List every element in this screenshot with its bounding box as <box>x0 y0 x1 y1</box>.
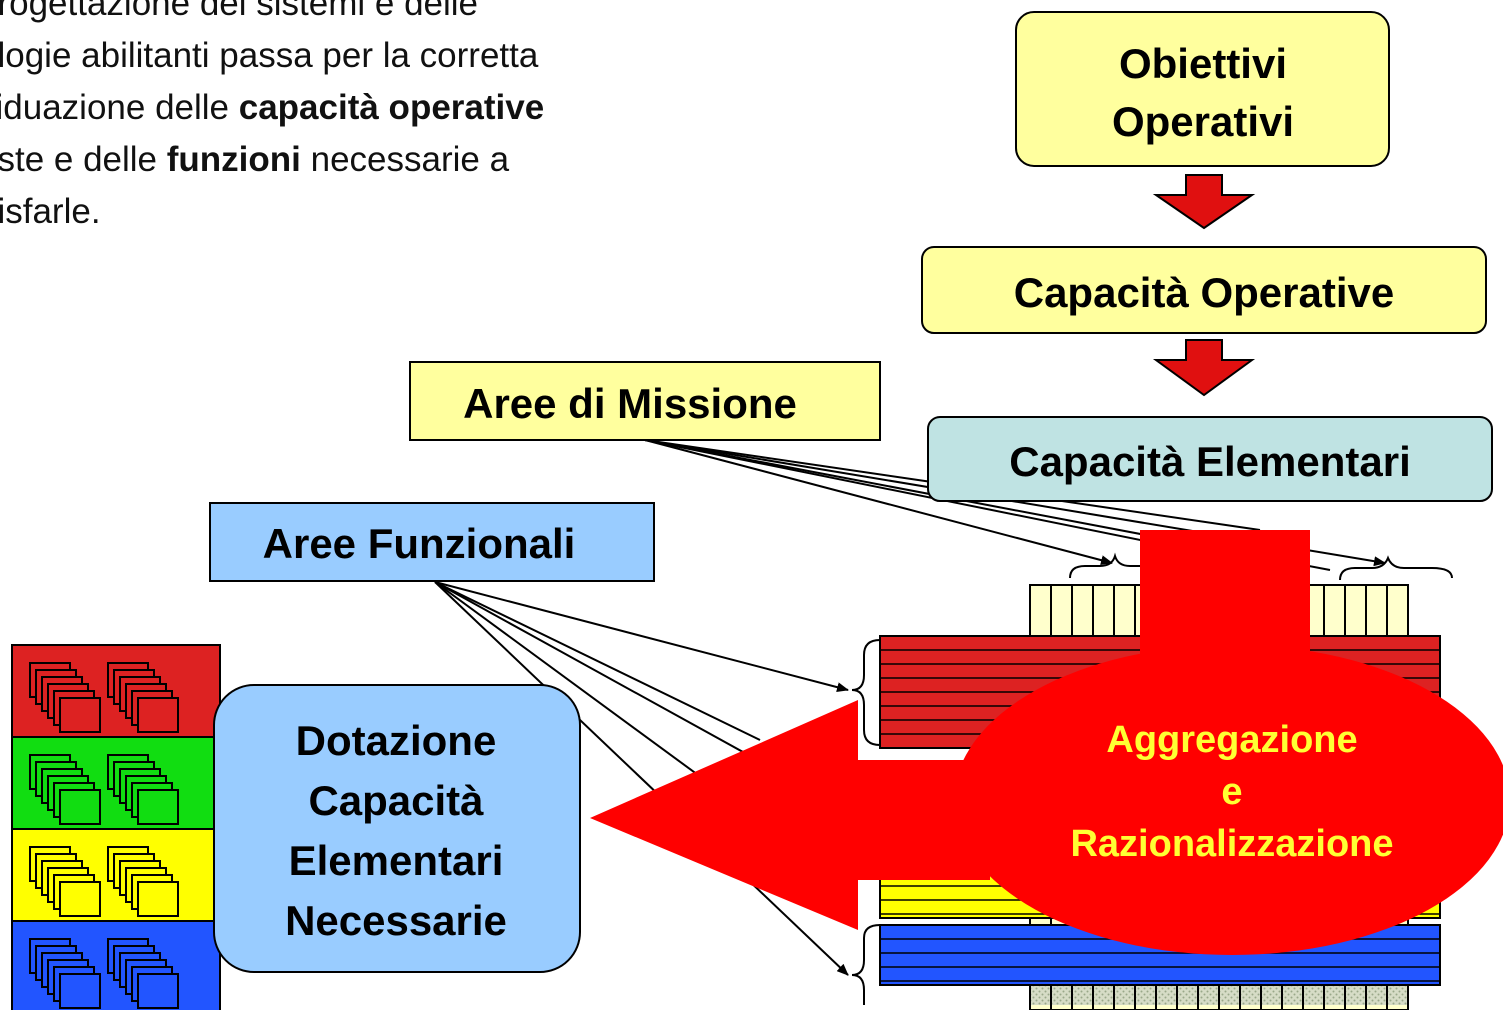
card-stack-icon <box>137 973 179 1009</box>
mission-areas-label: Aree di Missione <box>463 380 797 427</box>
card-stack-icon <box>59 973 101 1009</box>
aggregation-line-2: e <box>1221 771 1242 813</box>
intro-line-5: disfarle. <box>0 192 101 231</box>
intro-line-3: viduazione delle capacità operative <box>0 82 698 134</box>
mission-areas-box: Aree di Missione <box>409 361 881 441</box>
aggregation-shape <box>954 530 1503 955</box>
card-stack-icon <box>59 697 101 733</box>
aggregation-down-arrow <box>1140 530 1310 700</box>
left-pointing-arrow <box>590 700 990 930</box>
operational-capabilities-label: Capacità Operative <box>1014 269 1395 316</box>
required-capabilities-line-4: Necessarie <box>285 897 507 944</box>
intro-bold-capacita: capacità operative <box>238 88 545 127</box>
elementary-capabilities-label: Capacità Elementari <box>1009 438 1411 485</box>
aggregation-label: Aggregazione e Razionalizzazione <box>1070 719 1393 865</box>
brace-blue-rows <box>851 924 881 1005</box>
operational-capabilities-box: Capacità Operative <box>921 246 1487 334</box>
down-arrow-1 <box>1152 174 1256 230</box>
left-color-stack <box>11 644 221 1010</box>
down-arrow-2 <box>1152 339 1256 397</box>
brace-top-right <box>1339 555 1453 581</box>
card-stack-icon <box>137 789 179 825</box>
intro-line-2: ologie abilitanti passa per la corretta <box>0 36 539 75</box>
card-stack-icon <box>59 881 101 917</box>
intro-bold-funzioni: funzioni <box>166 140 301 179</box>
aggregation-ellipse <box>954 645 1503 955</box>
required-capabilities-line-2: Capacità <box>308 777 484 824</box>
elementary-capabilities-box: Capacità Elementari <box>927 416 1493 502</box>
functional-areas-label: Aree Funzionali <box>263 520 576 567</box>
objectives-line-1: Obiettivi <box>1119 40 1287 87</box>
card-stack-icon <box>137 881 179 917</box>
objectives-box: Obiettivi Operativi <box>1015 11 1390 167</box>
required-capabilities-line-3: Elementari <box>289 837 504 884</box>
intro-text: progettazione dei sistemi e delle ologie… <box>0 0 698 238</box>
required-capabilities-line-1: Dotazione <box>296 717 497 764</box>
card-stack-icon <box>59 789 101 825</box>
card-stack-icon <box>137 697 179 733</box>
intro-line-3-text: viduazione delle <box>0 88 239 127</box>
required-capabilities-box: Dotazione Capacità Elementari Necessarie <box>213 684 581 973</box>
intro-line-4-tail: necessarie a <box>300 140 510 179</box>
card-stack-icons <box>29 662 179 1009</box>
aggregation-line-3: Razionalizzazione <box>1070 823 1393 865</box>
objectives-line-2: Operativi <box>1112 98 1294 145</box>
intro-line-1: progettazione dei sistemi e delle <box>0 0 479 23</box>
brace-red-rows <box>851 639 881 746</box>
aggregation-line-1: Aggregazione <box>1106 719 1357 761</box>
functional-areas-box: Aree Funzionali <box>209 502 655 582</box>
